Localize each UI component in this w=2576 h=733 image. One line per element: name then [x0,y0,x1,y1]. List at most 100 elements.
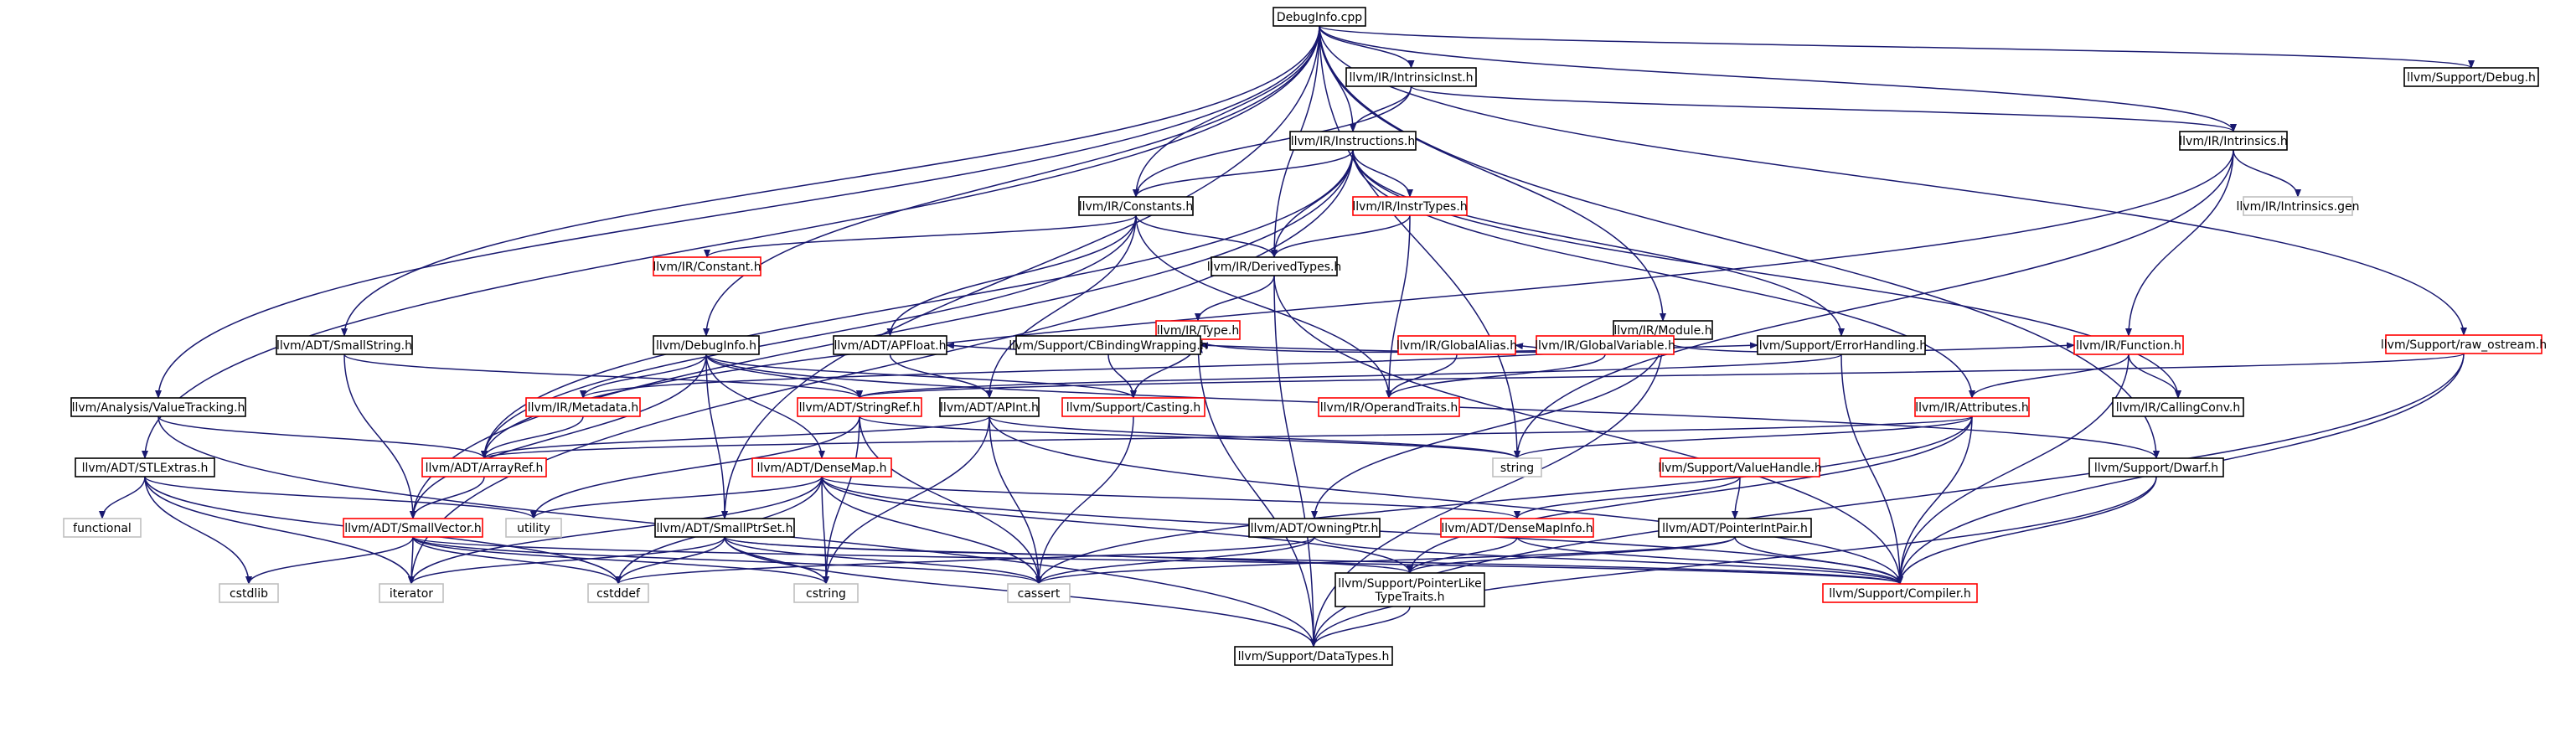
node-metadata[interactable]: llvm/IR/Metadata.h [525,397,641,417]
edge-constants-to-derivedtypes [1135,214,1278,258]
edge-smallstring-to-stringref [343,354,863,399]
edge-raw_ostream-to-stringref [856,353,2465,399]
edge-instrtypes-to-derivedtypes [1271,214,1411,258]
edge-arrayref-to-smallvector [410,476,485,519]
node-constant[interactable]: llvm/IR/Constant.h [653,256,761,276]
node-pointerintpair[interactable]: llvm/ADT/PointerIntPair.h [1658,518,1812,538]
edge-debuginfo_cpp-to-smallptrset [721,25,1320,519]
node-box [1352,196,1468,216]
edge-smallptrset-to-cstddef [615,536,725,585]
edge-smallptrset-to-iterator [408,536,725,585]
node-intrinsicinst[interactable]: llvm/IR/IntrinsicInst.h [1345,67,1477,87]
node-label: llvm/Support/Debug.h [2407,71,2536,85]
node-support_debug[interactable]: llvm/Support/Debug.h [2403,67,2539,87]
edge-debuginfo_h-to-stringref [705,354,863,399]
edge-pointerintpair-to-compiler [1734,536,1903,585]
node-label: llvm/ADT/PointerIntPair.h [1662,522,1808,535]
node-globalalias[interactable]: llvm/IR/GlobalAlias.h [1396,335,1517,355]
edge-valuetracking-to-arrayref [157,416,488,459]
node-type[interactable]: llvm/IR/Type.h [1155,320,1241,340]
node-label: llvm/Support/ErrorHandling.h [1756,339,1927,353]
node-label: llvm/IR/Type.h [1157,324,1239,338]
edge-instructions-to-callingconv [1352,149,2181,399]
node-layer: DebugInfo.cpp llvm/IR/IntrinsicInst.h llvm… [63,7,2547,666]
edge-instructions-to-constants [1133,149,1354,198]
edge-layer [99,25,2475,648]
node-smallstring[interactable]: llvm/ADT/SmallString.h [276,335,413,355]
node-valuetracking[interactable]: llvm/Analysis/ValueTracking.h [70,397,246,417]
edge-debuginfo_h-to-casting [705,354,1137,399]
edge-cbinding-to-casting [1107,354,1137,399]
node-constants[interactable]: llvm/IR/Constants.h [1078,196,1194,216]
node-owningptr[interactable]: llvm/ADT/OwningPtr.h [1248,518,1381,538]
node-label: llvm/ADT/APInt.h [940,401,1039,415]
node-apint[interactable]: llvm/ADT/APInt.h [939,397,1040,417]
edge-stringref-to-utility [530,416,860,519]
edge-owningptr-to-cassert [1035,536,1315,585]
edge-attributes-to-arrayref [481,416,1973,459]
node-instrtypes[interactable]: llvm/IR/InstrTypes.h [1352,196,1468,216]
node-densemap[interactable]: llvm/ADT/DenseMap.h [751,457,892,477]
edge-function-to-callingconv [2128,354,2181,399]
node-label: llvm/Analysis/ValueTracking.h [72,401,245,415]
node-debuginfo_h[interactable]: llvm/DebugInfo.h [653,335,760,355]
edge-smallptrset-to-pointerlike [724,536,1413,574]
edge-metadata-to-arrayref [481,416,584,459]
node-stringref[interactable]: llvm/ADT/StringRef.h [797,397,922,417]
node-dwarf[interactable]: llvm/Support/Dwarf.h [2088,457,2224,477]
edge-errorhandling-to-stringref [856,354,1842,399]
node-apfloat[interactable]: llvm/ADT/APFloat.h [833,335,947,355]
node-arrayref[interactable]: llvm/ADT/ArrayRef.h [421,457,547,477]
edge-smallvector-to-cassert [412,536,1042,585]
node-utility: utility [505,518,562,538]
edge-constants-to-constant [704,214,1137,258]
node-smallptrset[interactable]: llvm/ADT/SmallPtrSet.h [654,518,795,538]
node-operandtraits[interactable]: llvm/IR/OperandTraits.h [1318,397,1460,417]
node-attributes[interactable]: llvm/IR/Attributes.h [1914,397,2030,417]
edge-attributes-to-cassert [1035,416,1973,585]
edge-smallvector-to-compiler [412,536,1903,585]
edge-instructions-to-attributes [1352,149,1975,399]
node-function[interactable]: llvm/IR/Function.h [2073,335,2184,355]
node-smallvector[interactable]: llvm/ADT/SmallVector.h [343,518,483,538]
node-label: llvm/Support/Compiler.h [1829,587,1971,601]
node-callingconv[interactable]: llvm/IR/CallingConv.h [2112,397,2244,417]
node-compiler[interactable]: llvm/Support/Compiler.h [1822,583,1978,603]
node-casting[interactable]: llvm/Support/Casting.h [1061,397,1205,417]
edge-stlextras-to-iterator [144,476,415,585]
node-box [219,583,279,603]
node-debuginfo_cpp[interactable]: DebugInfo.cpp [1273,7,1366,27]
node-raw_ostream[interactable]: llvm/Support/raw_ostream.h [2381,334,2547,354]
edge-debuginfo_cpp-to-valuetracking [155,25,1320,399]
edge-casting-to-cassert [1035,416,1134,585]
node-label: llvm/Support/CBindingWrapping.h [1009,339,1207,353]
node-box [63,518,142,538]
node-module[interactable]: llvm/IR/Module.h [1613,320,1713,340]
edge-type-to-datatypes [1197,338,1317,648]
node-derivedtypes[interactable]: llvm/IR/DerivedTypes.h [1207,256,1342,276]
node-box [525,397,641,417]
node-box [505,518,562,538]
node-cbinding[interactable]: llvm/Support/CBindingWrapping.h [1009,335,1208,355]
node-intrinsics[interactable]: llvm/IR/Intrinsics.h [2179,131,2288,151]
edge-owningptr-to-cstddef [615,536,1315,585]
node-valuehandle[interactable]: llvm/Support/ValueHandle.h [1658,457,1822,477]
edge-derivedtypes-to-compiler [1273,275,1903,585]
node-box [939,397,1040,417]
node-densemapinfo[interactable]: llvm/ADT/DenseMapInfo.h [1440,518,1594,538]
node-instructions[interactable]: llvm/IR/Instructions.h [1289,131,1417,151]
node-globalvariable[interactable]: llvm/IR/GlobalVariable.h [1535,335,1675,355]
node-label: llvm/IR/OperandTraits.h [1320,401,1458,415]
node-stlextras[interactable]: llvm/ADT/STLExtras.h [75,457,215,477]
node-label: utility [517,522,550,535]
edge-smallstring-to-smallvector [343,354,416,519]
node-iterator: iterator [379,583,444,603]
node-errorhandling[interactable]: llvm/Support/ErrorHandling.h [1756,335,1927,355]
node-label: llvm/IR/DerivedTypes.h [1207,261,1342,274]
node-label: llvm/Support/Casting.h [1066,401,1201,415]
node-label: cstring [806,587,846,601]
node-datatypes[interactable]: llvm/Support/DataTypes.h [1234,646,1393,666]
edge-densemap-to-densemapinfo [821,476,1520,519]
node-box [1234,646,1393,666]
